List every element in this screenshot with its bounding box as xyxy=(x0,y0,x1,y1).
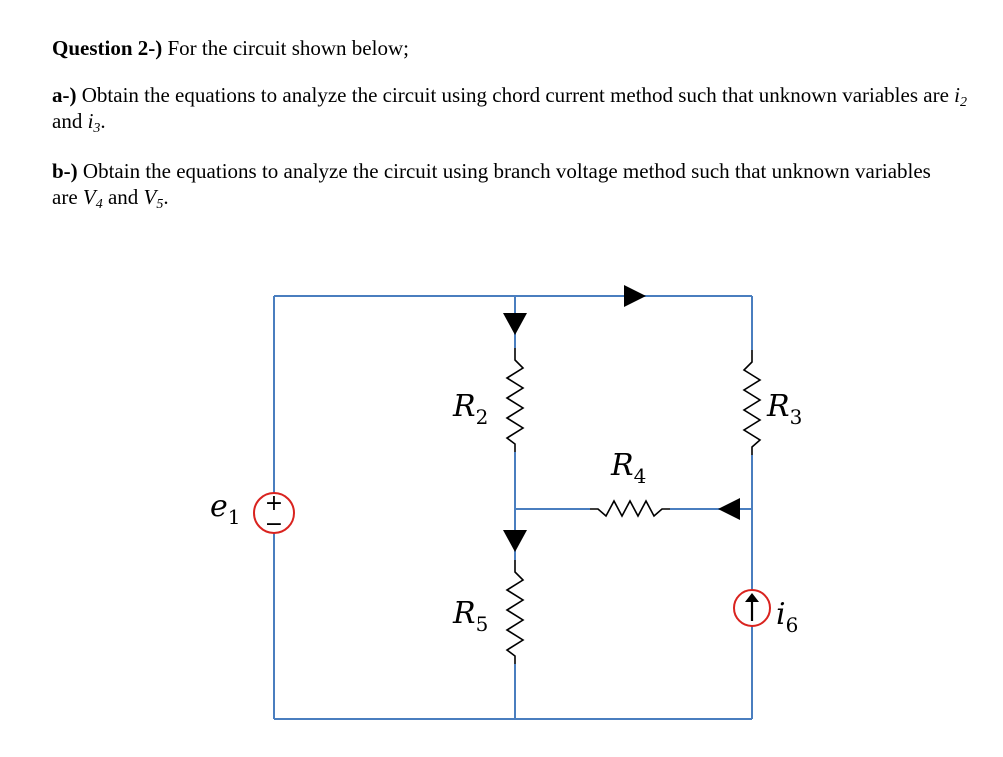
var-i2: i2 xyxy=(954,83,967,110)
current-source-i6 xyxy=(733,589,771,627)
label-r2: R2 xyxy=(452,389,488,429)
var-v5-sub: 5 xyxy=(156,197,164,212)
part-a-text: a-) Obtain the equations to analyze the … xyxy=(52,82,972,136)
voltage-source-e1: + − xyxy=(253,491,295,537)
label-r5: R5 xyxy=(452,596,488,636)
resistor-r3 xyxy=(742,350,762,455)
var-i3-sub: 3 xyxy=(93,121,101,136)
label-e1: e1 xyxy=(210,489,241,529)
question-intro: For the circuit shown below; xyxy=(162,36,409,60)
plus-sign: + xyxy=(265,491,283,516)
part-a-body: Obtain the equations to analyze the circ… xyxy=(76,83,955,107)
part-b-text: b-) Obtain the equations to analyze the … xyxy=(52,158,952,212)
var-v5: V5 xyxy=(143,185,164,212)
part-b-end: . xyxy=(163,185,169,209)
voltage-source-ring xyxy=(253,492,295,534)
resistor-r5 xyxy=(505,560,525,664)
var-i2-main: i xyxy=(954,83,960,107)
var-v5-main: V xyxy=(143,185,157,209)
label-r4: R4 xyxy=(610,448,646,488)
label-r3: R3 xyxy=(766,389,802,429)
arrow-top-right-icon xyxy=(624,285,646,307)
part-b-label: b-) xyxy=(52,159,78,183)
minus-sign: − xyxy=(265,512,283,537)
question-number: Question 2-) xyxy=(52,36,163,60)
arrow-r2-down-icon xyxy=(503,313,527,335)
var-v4-main: V xyxy=(82,185,96,209)
resistor-r4 xyxy=(590,499,670,518)
var-v4: V4 xyxy=(82,185,103,212)
var-i3-main: i xyxy=(87,109,94,133)
resistor-r2 xyxy=(505,348,525,452)
part-a-and: and xyxy=(52,109,88,133)
arrow-r5-down-icon xyxy=(503,530,527,552)
part-b-and: and xyxy=(102,185,144,209)
part-b-body: Obtain the equations to analyze the circ… xyxy=(52,159,931,209)
part-a-end: . xyxy=(100,109,106,133)
wires xyxy=(273,295,753,720)
label-i6: i6 xyxy=(776,597,798,637)
var-i2-sub: 2 xyxy=(960,95,967,110)
var-i3: i3 xyxy=(87,109,101,136)
part-a-label: a-) xyxy=(52,83,77,107)
question-title: Question 2-) For the circuit shown below… xyxy=(52,35,409,61)
arrow-r4-left-icon xyxy=(718,498,740,520)
var-v4-sub: 4 xyxy=(95,197,103,212)
up-arrow-icon xyxy=(745,593,759,602)
